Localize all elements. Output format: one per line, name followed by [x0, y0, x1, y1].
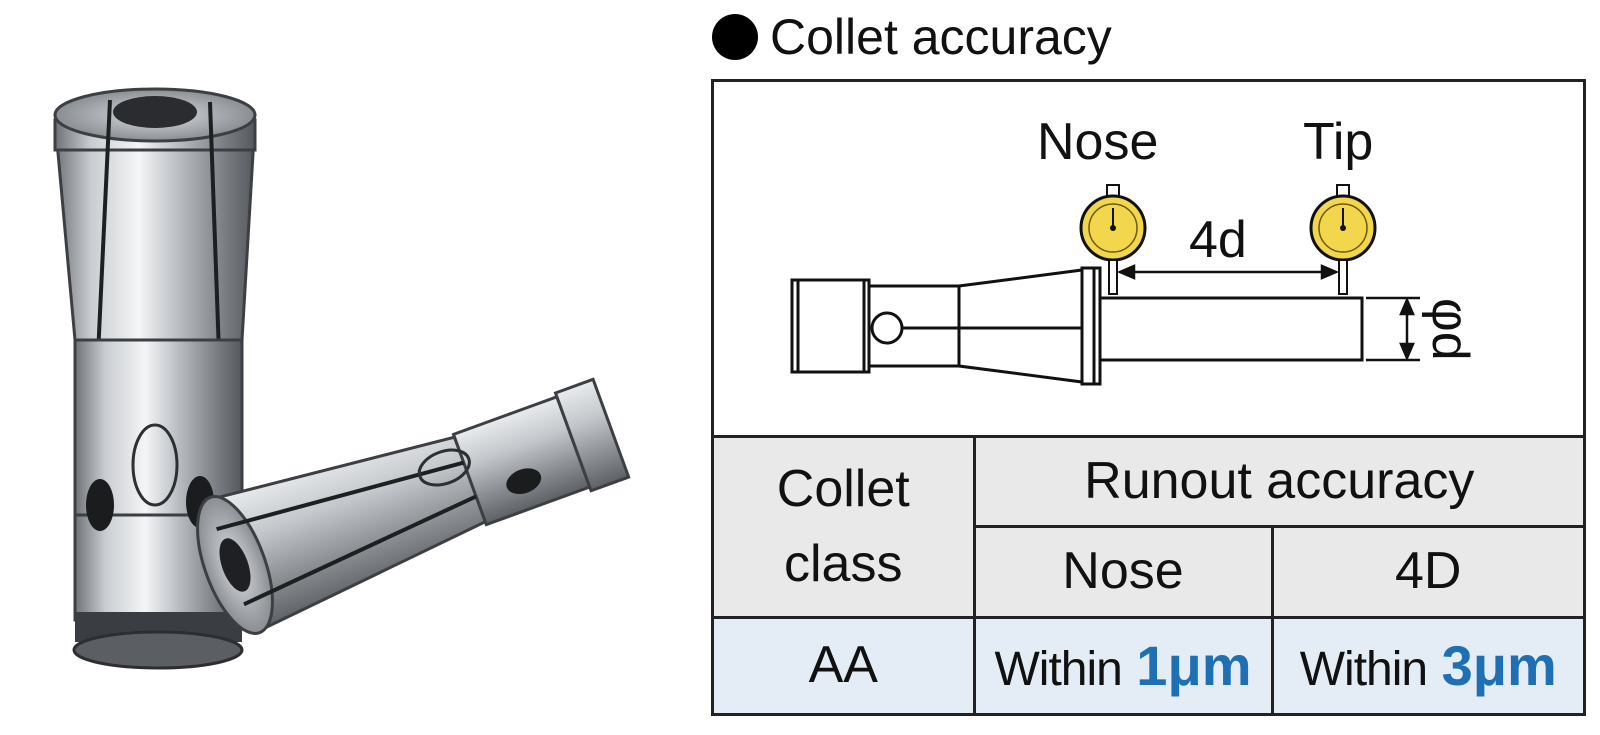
- nose-value: 1μm: [1136, 634, 1252, 698]
- header-collet-class: Collet class: [714, 436, 976, 619]
- header-runout-accuracy: Runout accuracy: [972, 436, 1584, 529]
- subheader-nose: Nose: [974, 525, 1274, 619]
- cell-nose-accuracy: Within 1μm: [972, 615, 1274, 713]
- test-bar: [1098, 296, 1364, 362]
- distance-arrow: [1116, 264, 1340, 280]
- collet-product-photo: [53, 87, 631, 670]
- tip-value: 3μm: [1441, 634, 1557, 698]
- distance-label: 4d: [1189, 211, 1247, 269]
- nose-gauge-icon: [1079, 184, 1147, 295]
- runout-diagram: [790, 184, 1420, 386]
- runout-accuracy-table: Collet class Runout accuracy Nose 4D AA …: [714, 435, 1584, 713]
- section-title-text: Collet accuracy: [770, 9, 1112, 65]
- section-title: Collet accuracy: [712, 8, 1112, 66]
- tip-label: Tip: [1303, 113, 1374, 171]
- bullet-icon: [712, 14, 758, 60]
- table-row: AA Within 1μm Within 3μm: [714, 615, 1584, 713]
- tip-within-text: Within: [1299, 643, 1428, 697]
- cell-4d-accuracy: Within 3μm: [1270, 615, 1584, 713]
- diameter-label: φd: [1421, 298, 1479, 361]
- table-header-row: Collet class Runout accuracy: [714, 436, 1584, 619]
- cell-collet-class: AA: [714, 615, 976, 713]
- diagram-collet: [790, 266, 1102, 386]
- nose-label: Nose: [1037, 113, 1159, 171]
- tip-gauge-icon: [1309, 184, 1377, 295]
- subheader-4d: 4D: [1270, 525, 1584, 619]
- diameter-arrow: [1366, 296, 1420, 362]
- upright-collet: [53, 87, 257, 670]
- accuracy-box: Nose Tip 4d φd Collet class Runout accur…: [711, 79, 1586, 716]
- nose-within-text: Within: [994, 643, 1122, 697]
- table-subheader-row: Nose 4D: [714, 525, 1584, 619]
- lying-collet: [196, 377, 631, 635]
